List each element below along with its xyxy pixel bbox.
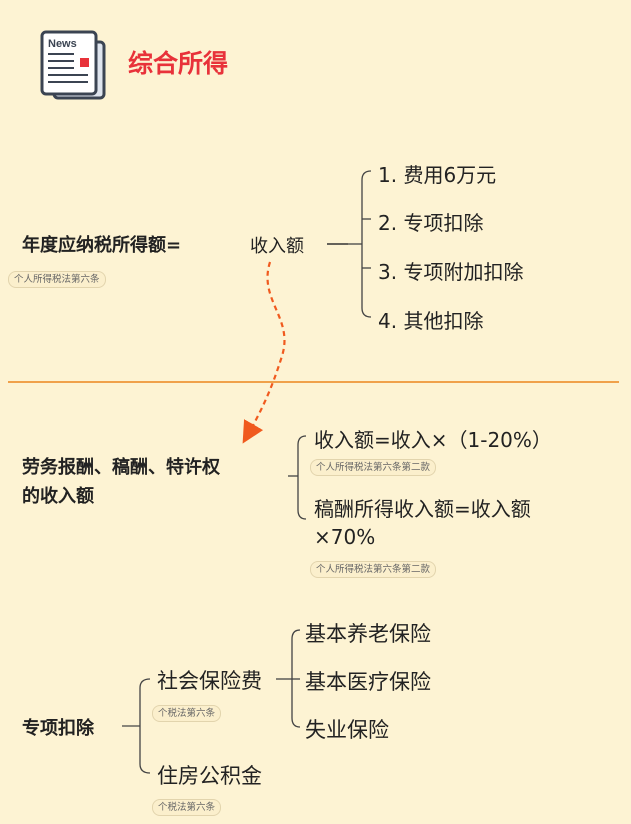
deduction-item-2: 2. 专项扣除 <box>378 211 484 235</box>
pension-insurance: 基本养老保险 <box>305 622 431 646</box>
income-formula-1: 收入额=收入×（1-20%） <box>314 428 552 452</box>
income-formula-2-line1: 稿酬所得收入额=收入额 <box>314 497 531 521</box>
law-reference-tag: 个税法第六条 <box>152 705 222 722</box>
social-insurance-node: 社会保险费 <box>157 669 262 693</box>
taxable-income-formula-label: 年度应纳税所得额= <box>22 235 182 256</box>
section1-bracket <box>361 170 372 318</box>
law-reference-tag: 个人所得税法第六条第二款 <box>310 561 437 578</box>
news-icon: News <box>40 30 106 100</box>
section3-bracket <box>139 678 151 774</box>
dashed-arrow <box>242 261 286 444</box>
news-icon-label: News <box>48 38 77 50</box>
section2-bracket <box>297 435 307 520</box>
medical-insurance: 基本医疗保险 <box>305 670 431 694</box>
labor-income-label-line1: 劳务报酬、稿酬、特许权 <box>22 457 220 478</box>
law-reference-tag: 个人所得税法第六条 <box>8 271 106 288</box>
special-deduction-label: 专项扣除 <box>22 718 94 739</box>
labor-income-label-line2: 的收入额 <box>22 486 94 507</box>
housing-fund-node: 住房公积金 <box>157 764 262 788</box>
page-title: 综合所得 <box>128 49 229 78</box>
income-formula-2-line2: ×70% <box>314 525 376 549</box>
law-reference-tag: 个税法第六条 <box>152 799 222 816</box>
law-reference-tag: 个人所得税法第六条第二款 <box>310 459 437 476</box>
deduction-item-4: 4. 其他扣除 <box>378 309 484 333</box>
income-node: 收入额 <box>250 236 304 257</box>
deduction-item-3: 3. 专项附加扣除 <box>378 260 524 284</box>
unemployment-insurance: 失业保险 <box>305 718 389 742</box>
deduction-item-1: 1. 费用6万元 <box>378 163 497 187</box>
